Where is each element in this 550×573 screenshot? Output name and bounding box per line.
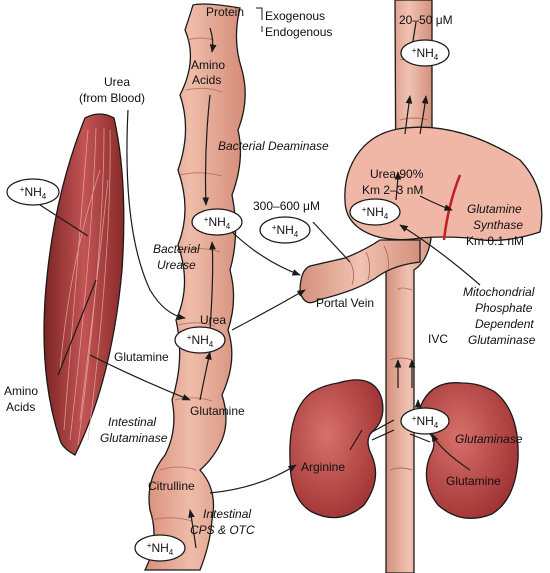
label-km-urea: Km 2–3 nM [362, 183, 423, 197]
svg-text:+NH4: +NH4 [147, 541, 174, 557]
nh4-hepatic: +NH4 [400, 39, 450, 67]
label-km-gs: Km 0.1 nM [466, 234, 524, 248]
label-intestinal-cps-2: CPS & OTC [190, 523, 255, 537]
skeletal-muscle [43, 113, 125, 456]
left-kidney [289, 379, 395, 519]
svg-text:+NH4: +NH4 [362, 205, 389, 221]
nh4-gut-top: +NH4 [191, 208, 243, 236]
nh4-muscle: +NH4 [6, 178, 60, 206]
label-mito-1: Mitochondrial [463, 285, 535, 299]
arrow-mito-glutaminase [399, 224, 481, 286]
label-protein: Protein [206, 5, 244, 19]
label-amino-acids-muscle-1: Amino [4, 384, 38, 398]
label-amino-acids-muscle-2: Acids [6, 400, 35, 414]
arrow-nh4-to-urea [394, 171, 402, 201]
nh4-bubbles: +NH4 +NH4 +NH4 +NH4 +NH4 +NH4 +NH4 +NH4 [6, 39, 450, 562]
nh4-portal-free: +NH4 [259, 216, 311, 244]
label-citrulline: Citrulline [148, 479, 195, 493]
intestine [143, 3, 246, 571]
label-urea-gut: Urea [200, 313, 226, 327]
label-portal-vein: Portal Vein [316, 296, 374, 310]
right-kidney [409, 382, 519, 520]
svg-text:+NH4: +NH4 [412, 46, 439, 62]
arrow-aa-to-nh4 [202, 94, 211, 206]
arrow-nh4-to-citrulline [188, 509, 197, 549]
label-glutamine-gut: Glutamine [190, 404, 245, 418]
label-arginine: Arginine [301, 460, 345, 474]
label-mito-4: Glutaminase [468, 333, 536, 347]
svg-text:+NH4: +NH4 [412, 414, 439, 430]
label-exogenous: Exogenous [265, 9, 325, 23]
label-urea-from-blood-1: Urea [104, 75, 130, 89]
svg-text:+NH4: +NH4 [272, 223, 299, 239]
label-mito-2: Phosphate [475, 301, 533, 315]
arrow-urea-from-blood [126, 109, 186, 321]
arrow-urea-to-nh4 [209, 241, 216, 331]
label-conc-portal: 300–600 μM [253, 199, 320, 213]
svg-text:+NH4: +NH4 [187, 333, 214, 349]
arrow-nh4-to-portal [227, 227, 301, 276]
arrow-kidney-glutaminase [431, 433, 471, 471]
nh4-gut-bottom: +NH4 [134, 534, 186, 562]
label-endogenous: Endogenous [265, 25, 332, 39]
label-urea-liver: Urea 90% [370, 167, 424, 181]
label-glutamine-synthase-1: Glutamine [467, 202, 522, 216]
label-ivc: IVC [428, 332, 448, 346]
label-amino-acids-gut-2: Acids [192, 73, 221, 87]
nh4-kidney: +NH4 [400, 407, 450, 435]
arrow-citrulline-to-arginine [209, 464, 297, 494]
svg-text:+NH4: +NH4 [20, 185, 47, 201]
label-intestinal-glutaminase-1: Intestinal [108, 415, 156, 429]
svg-text:+NH4: +NH4 [204, 215, 231, 231]
label-glutamine-synthase-2: Synthase [473, 218, 523, 232]
label-glutaminase-kidney: Glutaminase [455, 432, 523, 446]
line-muscle-aa [57, 279, 97, 376]
label-bacterial-deaminase: Bacterial Deaminase [218, 139, 329, 153]
label-bacterial-urease-1: Bacterial [153, 242, 200, 256]
arrow-nh4-to-gs [419, 195, 453, 211]
arrow-glutamine-to-nh4 [199, 351, 212, 401]
arrow-protein-to-aa [209, 27, 217, 53]
line-muscle-nh4 [39, 204, 89, 237]
label-urea-from-blood-2: (from Blood) [79, 91, 145, 105]
arrow-muscle-glutamine [89, 354, 191, 401]
arrow-liver-out-1 [404, 95, 413, 135]
labels: Protein Exogenous Endogenous Amino Acids… [4, 5, 536, 537]
label-bacterial-urease-2: Urease [157, 258, 196, 272]
arrow-urea-to-portal [231, 289, 306, 331]
label-intestinal-glutaminase-2: Glutaminase [100, 431, 168, 445]
label-glutamine-muscle: Glutamine [114, 350, 169, 364]
label-conc-hepatic: 20–50 μM [399, 13, 453, 27]
nh4-liver: +NH4 [349, 198, 401, 226]
label-amino-acids-gut-1: Amino [191, 58, 225, 72]
ivc-vessel [385, 0, 433, 573]
line-arginine [349, 429, 363, 451]
arrow-liver-out-2 [419, 95, 429, 135]
nh4-gut-mid: +NH4 [174, 326, 226, 354]
portal-vein [299, 239, 421, 304]
label-mito-3: Dependent [475, 317, 534, 331]
label-intestinal-cps-1: Intestinal [203, 507, 251, 521]
line-portal-conc [312, 221, 351, 263]
label-glutamine-kidney: Glutamine [446, 474, 501, 488]
